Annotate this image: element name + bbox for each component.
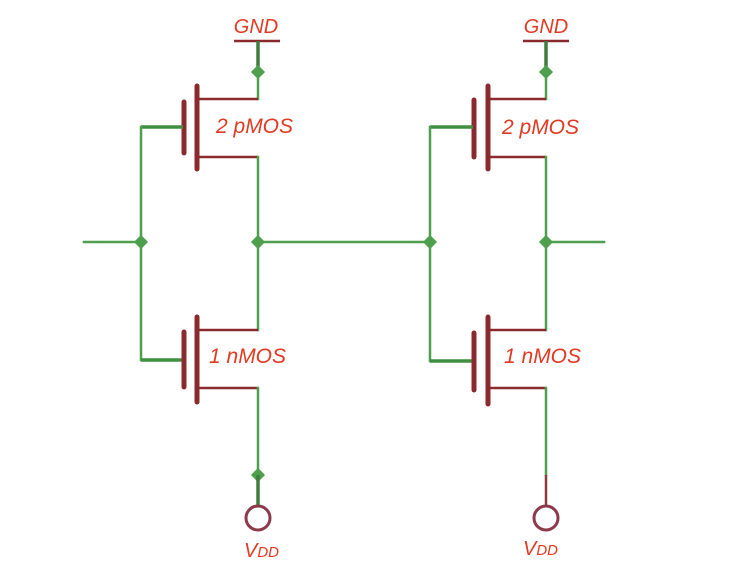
nmos-label: 1 nMOS xyxy=(209,345,286,368)
gnd-label: GND xyxy=(234,16,278,38)
vdd-terminal-circle xyxy=(244,504,272,532)
pmos-label: 2 pMOS xyxy=(215,115,293,138)
vdd-terminal-circle xyxy=(532,504,560,532)
stage-2: GND 2 pMOS 1 nMOS xyxy=(422,16,606,560)
gnd-symbol-stage-1: GND xyxy=(234,16,280,70)
vdd-label: VDD xyxy=(244,540,279,562)
pmos-transistor-stage-1: 2 pMOS xyxy=(181,83,293,172)
nmos-transistor-stage-1: 1 nMOS xyxy=(181,314,286,405)
vdd-label: VDD xyxy=(523,538,558,560)
pmos-transistor-stage-2: 2 pMOS xyxy=(471,83,579,172)
input-junction-node xyxy=(133,234,149,250)
pmos-label: 2 pMOS xyxy=(501,116,579,139)
stage-1: GND 2 pMOS 1 nMOS xyxy=(82,16,293,562)
vdd-symbol-stage-2: VDD xyxy=(523,504,560,560)
nmos-label: 1 nMOS xyxy=(504,345,581,368)
vdd-symbol-stage-1: VDD xyxy=(244,504,279,562)
gnd-label: GND xyxy=(524,16,568,38)
input-junction-node xyxy=(422,234,438,250)
gnd-symbol-stage-2: GND xyxy=(523,16,569,70)
nmos-transistor-stage-2: 1 nMOS xyxy=(471,314,581,407)
